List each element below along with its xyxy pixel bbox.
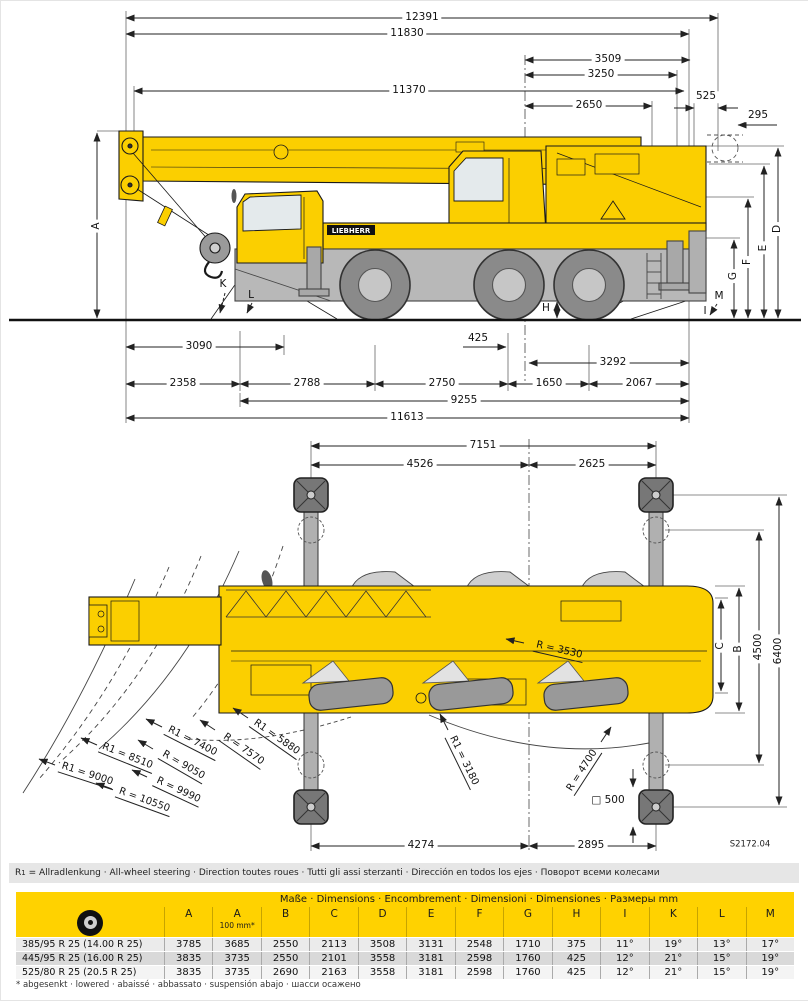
crane-side-body: LIEBHERR	[118, 130, 743, 321]
dim-letter-m: M	[714, 290, 724, 303]
dim-letter-d: D	[771, 221, 784, 237]
dim-letter-a: A	[90, 219, 103, 233]
table-header: Maße · Dimensions · Encombrement · Dimen…	[16, 892, 794, 937]
stowed-pad-circles	[297, 516, 670, 779]
tire-size-cell: 385/95 R 25 (14.00 R 25)	[22, 939, 143, 950]
col-header-g: G	[503, 907, 551, 937]
dim-label-4526: 4526	[403, 459, 437, 471]
outrigger-pads	[293, 477, 674, 825]
crane-cab-window	[453, 157, 504, 202]
mirror-icon	[231, 189, 237, 203]
dim-label-11830: 11830	[387, 28, 427, 40]
rear-ladder	[646, 253, 662, 299]
boom-top	[88, 596, 222, 646]
dim-label-3509: 3509	[591, 54, 625, 66]
dim-label-2650: 2650	[572, 100, 606, 112]
col-header-b: B	[260, 907, 309, 937]
footnote-r1-sub: 1	[21, 869, 26, 877]
dim-label-1650: 1650	[532, 378, 566, 390]
dim-label-2067: 2067	[622, 378, 656, 390]
dim-letter-b: B	[732, 642, 745, 656]
dim-letter-c: C	[714, 639, 727, 653]
warning-triangle-icon	[600, 200, 626, 220]
col-header-d: D	[357, 907, 406, 937]
dim-letter-i: I	[703, 305, 707, 318]
top-view-drawing	[22, 439, 787, 853]
dim-label-2788: 2788	[290, 378, 324, 390]
dim-label-295: 295	[744, 110, 772, 122]
brand-badge	[327, 225, 375, 235]
col-header-f: F	[454, 907, 503, 937]
col-header-e: E	[406, 907, 454, 937]
dim-label-2625: 2625	[575, 459, 609, 471]
dim-label-425: 425	[464, 333, 492, 345]
dim-letter-l: L	[248, 289, 254, 302]
dim-label-4274: 4274	[404, 840, 438, 852]
front-stabilizer	[306, 246, 322, 292]
wheels-top	[301, 660, 629, 711]
dim-label-7151: 7151	[466, 440, 500, 452]
footnote-r1-text: = Allradlenkung · All-wheel steering · D…	[28, 868, 660, 878]
stowed-outline-dashed	[707, 134, 743, 163]
outrigger-beams	[303, 498, 664, 802]
col-header-a1: A	[164, 907, 212, 937]
table-footnote: * abgesenkt · lowered · abaissé · abbass…	[16, 980, 361, 990]
dim-letter-h: H	[542, 302, 550, 315]
col-header-h: H	[551, 907, 600, 937]
dim-label-12391: 12391	[402, 12, 442, 24]
dim-label-11370: 11370	[389, 85, 429, 97]
dim-label-9255: 9255	[447, 395, 481, 407]
dim-letter-e: E	[757, 241, 770, 255]
dim-label-6400: 6400	[772, 634, 785, 668]
tire-icon	[77, 909, 103, 936]
dimension-table: Maße · Dimensions · Encombrement · Dimen…	[16, 892, 794, 979]
rear-bumper	[688, 230, 707, 294]
dim-letter-k: K	[219, 278, 227, 291]
dim-letter-g: G	[727, 268, 740, 284]
wheels-side	[339, 249, 625, 321]
side-view-drawing: LIEBHERR	[9, 11, 801, 423]
col-header-c: C	[309, 907, 357, 937]
dim-label-4500: 4500	[752, 630, 765, 664]
dim-label-3292: 3292	[596, 357, 630, 369]
footnote-r1-prefix: R	[15, 868, 22, 878]
dim-letter-f: F	[741, 255, 754, 269]
tire-column-header	[16, 907, 164, 937]
mirror-top-icon	[261, 570, 273, 590]
col-subheader-100mm: 100 mm*	[219, 921, 255, 930]
hook-icon	[203, 261, 224, 279]
carrier-deck	[322, 222, 707, 250]
driver-cab-window	[242, 194, 302, 232]
dim-label-525: 525	[692, 91, 720, 103]
dim-label-3250: 3250	[584, 69, 618, 81]
pad-size-label: □ 500	[591, 794, 625, 807]
col-header-k: K	[648, 907, 697, 937]
brand-text: LIEBHERR	[332, 227, 371, 235]
dim-label-11613: 11613	[387, 412, 427, 424]
dim-label-3090: 3090	[182, 341, 216, 353]
hoist-cable	[132, 152, 210, 242]
boom-lattice	[225, 589, 431, 618]
tire-size-cell: 445/95 R 25 (16.00 R 25)	[22, 953, 143, 964]
dim-label-2895: 2895	[574, 840, 608, 852]
col-header-i: I	[600, 907, 648, 937]
drawing-number: S2172.04	[729, 839, 771, 850]
dim-label-2358: 2358	[166, 378, 200, 390]
table-title: Maße · Dimensions · Encombrement · Dimen…	[279, 894, 679, 905]
crane-top-body	[88, 570, 714, 714]
tire-size-cell: 525/80 R 25 (20.5 R 25)	[22, 967, 137, 978]
dim-label-2750: 2750	[425, 378, 459, 390]
col-header-l: L	[697, 907, 745, 937]
arc-r4700	[428, 714, 650, 750]
fenders-top	[350, 571, 647, 590]
rear-stabilizer	[666, 240, 684, 286]
col-header-m: M	[745, 907, 794, 937]
